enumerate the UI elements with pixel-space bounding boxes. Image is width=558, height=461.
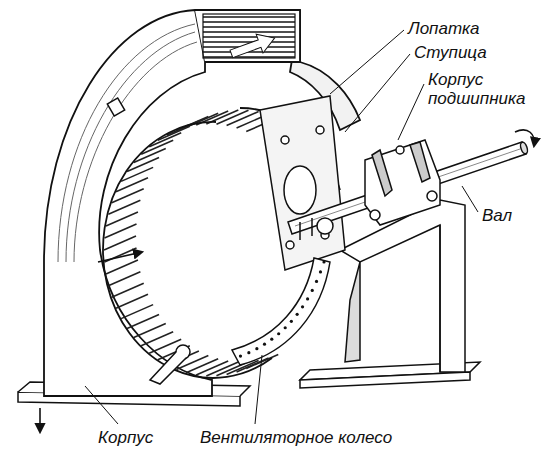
band-hole (277, 332, 280, 335)
bearing-bracket (340, 200, 465, 372)
shaft (300, 218, 312, 240)
hub (284, 166, 316, 214)
band-hole (270, 338, 273, 341)
fan-blade (106, 260, 138, 274)
housing (58, 24, 195, 262)
part-label: Лопатка (408, 19, 480, 38)
clamp (107, 98, 124, 116)
fan-blade (121, 167, 153, 181)
bearing-bracket (340, 200, 465, 372)
band-hole (296, 313, 299, 316)
fan-blades (104, 110, 278, 376)
bearing-bracket (345, 262, 360, 362)
bearing-housing (372, 150, 392, 196)
housing (44, 10, 212, 396)
perforated-band (232, 258, 330, 365)
part-label: Корпус подшипника (428, 70, 540, 108)
part-label: Ступица (414, 43, 487, 62)
fan-blade (106, 212, 138, 226)
leader-lines (85, 386, 118, 424)
fan-blade (134, 324, 166, 338)
band-hole (319, 270, 322, 273)
flow-arrows (40, 130, 534, 432)
flow-arrows (39, 408, 41, 432)
band-hole (284, 326, 287, 329)
fan-blade (116, 294, 148, 308)
band-hole (263, 343, 266, 346)
fan-blade (227, 112, 259, 126)
bearing-housing (365, 140, 440, 225)
bearing-housing (427, 191, 437, 201)
clamp (150, 352, 186, 384)
fan-blade (141, 332, 173, 346)
band-hole (290, 320, 293, 323)
fan-blade (112, 283, 144, 297)
perforated-band (239, 260, 326, 357)
leader-lines (330, 30, 404, 94)
hub (260, 96, 345, 270)
bearing-bracket (439, 225, 441, 372)
band-hole (301, 305, 304, 308)
fan-blade (121, 305, 153, 319)
shaft (519, 141, 529, 154)
outlet (228, 29, 278, 64)
bearing-housing (370, 210, 380, 220)
flow-arrows (98, 252, 142, 262)
band-hole (311, 289, 314, 292)
band-hole (322, 260, 325, 263)
fan-blade (158, 126, 190, 140)
fan-blade (127, 314, 159, 328)
hub (286, 241, 294, 249)
hub (316, 126, 324, 134)
leader-lines (462, 186, 478, 212)
hub (260, 96, 345, 270)
part-label: Вентиляторное колесо (200, 428, 392, 447)
band-hole (247, 351, 250, 354)
fan-blade (104, 224, 136, 238)
perforated-band (232, 258, 330, 365)
band-hole (315, 280, 318, 283)
band-hole (255, 347, 258, 350)
base-flange (300, 372, 470, 388)
fan-blade (196, 361, 228, 375)
fan-blade (141, 140, 173, 154)
fan-blade (186, 359, 218, 373)
clamp (107, 98, 190, 384)
bearing-housing (410, 142, 430, 182)
shaft (317, 218, 333, 234)
outlet (203, 14, 295, 63)
housing (66, 32, 195, 262)
fan-blade (108, 272, 140, 286)
band-hole (306, 297, 309, 300)
fan-blade (104, 236, 136, 250)
housing (74, 42, 197, 262)
leader-lines (398, 84, 424, 140)
leader-lines (345, 54, 410, 132)
leader-lines (255, 355, 262, 424)
bearing-housing (365, 140, 440, 225)
part-label: Вал (482, 206, 512, 225)
housing (44, 10, 360, 396)
band-hole (239, 354, 242, 357)
housing (195, 10, 300, 62)
wheel-rings (103, 122, 272, 378)
bearing-housing (396, 146, 404, 154)
flow-arrows (515, 130, 534, 146)
part-label: Корпус (98, 428, 153, 447)
hub (281, 136, 289, 144)
leader-lines (85, 30, 478, 424)
